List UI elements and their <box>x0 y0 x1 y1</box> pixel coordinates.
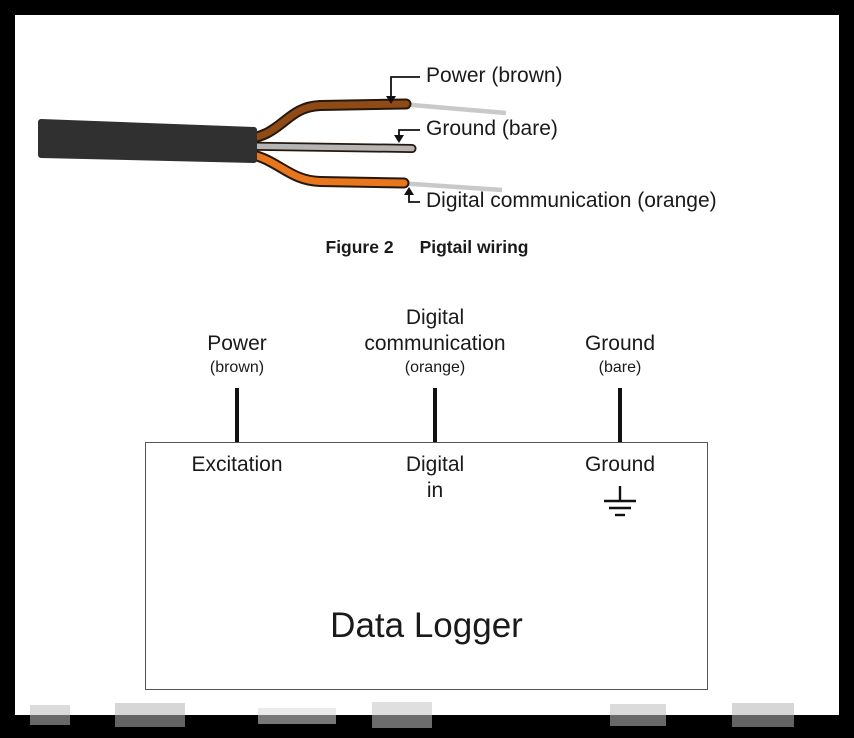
digital-in-terminal-label: Digital in <box>315 452 555 504</box>
digital-wire-stripped-end <box>397 180 503 193</box>
earth-ground-icon <box>604 486 636 517</box>
digital-column-color: (orange) <box>404 359 466 376</box>
ground-column-label: Ground (bare) <box>500 295 740 379</box>
power-wire-label: Power (brown) <box>426 64 563 87</box>
excitation-terminal-label: Excitation <box>117 452 357 478</box>
ground-arrowhead-icon <box>394 135 404 143</box>
digital-connector-line <box>433 388 437 442</box>
data-logger-title: Data Logger <box>330 606 523 645</box>
power-connector-line <box>235 388 239 442</box>
digital-wire-label: Digital communication (orange) <box>426 189 717 212</box>
data-logger-box <box>145 442 708 690</box>
ground-leader-line <box>398 129 420 137</box>
power-arrowhead-icon <box>386 96 396 104</box>
digital-column-name-1: Digital <box>405 306 465 329</box>
edge-artifact <box>610 704 666 726</box>
edge-artifact <box>372 702 432 728</box>
ground-column-color: (bare) <box>598 359 642 376</box>
ground-terminal-label: Ground <box>500 452 740 478</box>
ground-column-name: Ground <box>584 332 656 355</box>
power-wire-stripped-end <box>399 101 507 116</box>
figure-caption-label: Figure 2 <box>325 237 394 257</box>
ground-terminal-text: Ground <box>584 453 656 476</box>
power-column-color: (brown) <box>209 359 265 376</box>
cable-jacket <box>38 119 257 163</box>
edge-artifact <box>258 708 336 724</box>
digital-in-terminal-text-2: in <box>426 479 444 502</box>
power-column-name: Power <box>207 332 267 355</box>
digital-leader-line <box>408 193 420 203</box>
power-column-label: Power (brown) <box>117 295 357 379</box>
power-leader-line <box>390 76 420 98</box>
edge-artifact <box>732 703 794 727</box>
bare-wire <box>237 143 415 152</box>
pigtail-illustration <box>38 76 507 203</box>
digital-column-label: Digital communication (orange) <box>315 295 555 379</box>
digital-column-name-2: communication <box>364 332 506 355</box>
edge-artifact <box>30 705 70 725</box>
edge-artifact <box>115 703 185 727</box>
figure-caption: Figure 2 Pigtail wiring <box>0 237 854 258</box>
figure-caption-title: Pigtail wiring <box>419 237 529 257</box>
ground-wire-label: Ground (bare) <box>426 117 558 140</box>
digital-arrowhead-icon <box>404 187 414 195</box>
excitation-terminal-text: Excitation <box>191 453 283 476</box>
digital-in-terminal-text-1: Digital <box>405 453 465 476</box>
ground-connector-line <box>618 388 622 442</box>
